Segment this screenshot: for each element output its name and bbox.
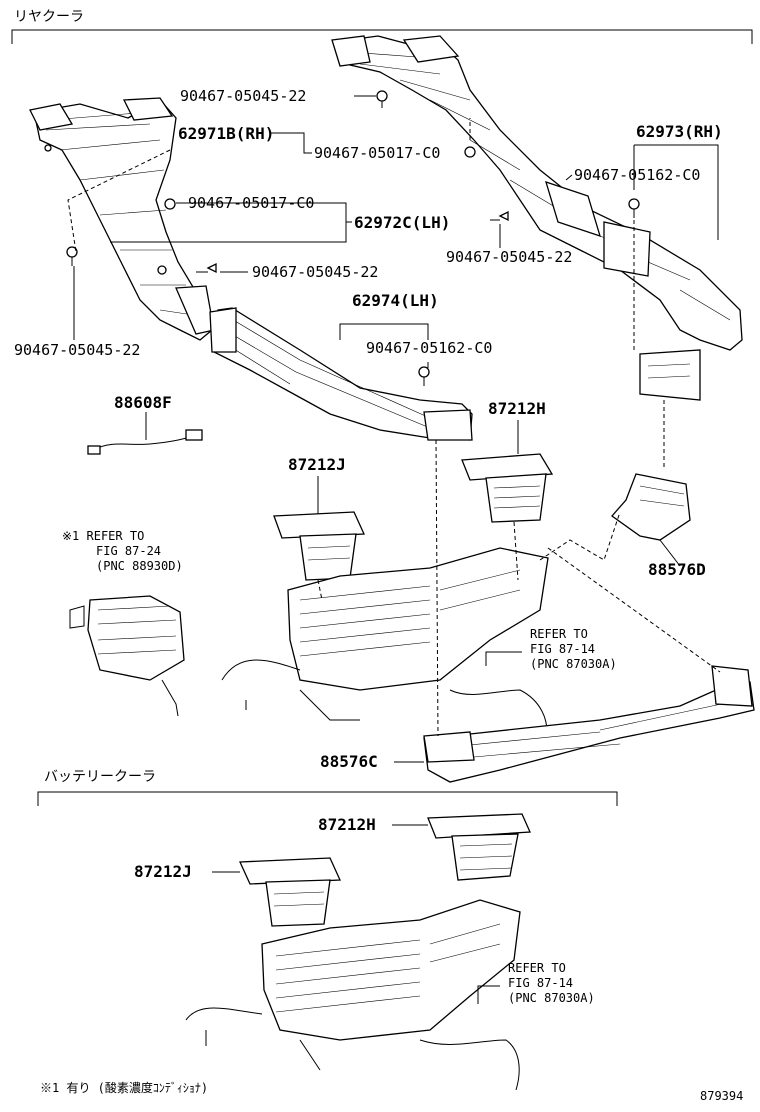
ref2-line3: (PNC 87030A): [530, 657, 617, 671]
duct-62973: [331, 35, 743, 401]
footnote: ※1 有り (酸素濃度ｺﾝﾃﾞｨｼｮﾅ): [40, 1080, 208, 1095]
label-90467-05162-c0-right: 90467-05162-C0: [574, 166, 700, 184]
ref1-line3: (PNC 88930D): [96, 559, 183, 573]
label-88608f: 88608F: [114, 393, 172, 412]
ref3-line3: (PNC 87030A): [508, 991, 595, 1005]
dashed-connectors: [67, 118, 721, 737]
battery-pack-bottom: [185, 899, 521, 1091]
label-62974: 62974(LH): [352, 291, 439, 310]
ref2-line1: REFER TO: [530, 627, 588, 641]
label-87212h-top: 87212H: [488, 399, 546, 418]
section-title-rear-cooler: リヤクーラ: [14, 9, 84, 25]
figure-number: 879394: [700, 1089, 743, 1103]
label-90467-05045-22-top: 90467-05045-22: [180, 87, 306, 105]
register-87212j-bottom: [239, 857, 341, 927]
battery-pack-top: [221, 547, 549, 741]
label-90467-05017-c0-a: 90467-05017-C0: [314, 144, 440, 162]
label-87212h-bottom: 87212H: [318, 815, 376, 834]
ref3-line2: FIG 87-14: [508, 976, 573, 990]
register-87212j-top: [273, 511, 365, 581]
register-87212h-bottom: [427, 813, 531, 881]
label-62973: 62973(RH): [636, 122, 723, 141]
rear-cooler-frame: [11, 29, 753, 44]
section-title-battery-cooler: バッテリークーラ: [44, 769, 156, 785]
reference-notes: ※1 REFER TO FIG 87-24 (PNC 88930D) REFER…: [62, 529, 617, 1005]
harness-88608f: [87, 429, 203, 455]
ref1-line2: FIG 87-24: [96, 544, 161, 558]
label-88576d: 88576D: [648, 560, 706, 579]
label-90467-05045-22-mid: 90467-05045-22: [252, 263, 378, 281]
label-62972c: 62972C(LH): [354, 213, 450, 232]
label-87212j-top: 87212J: [288, 455, 346, 474]
duct-88576c: [423, 665, 755, 783]
fastener-icons: [66, 90, 640, 386]
leader-lines: [73, 95, 719, 1004]
part-labels: 90467-05045-22 62971B(RH) 90467-05017-C0…: [14, 87, 723, 881]
register-87212h-top: [461, 453, 554, 523]
label-88576c: 88576C: [320, 752, 378, 771]
duct-88576d: [611, 473, 691, 541]
oxygen-conditioner-unit: [69, 595, 185, 717]
duct-62974: [209, 307, 473, 441]
ref2-line2: FIG 87-14: [530, 642, 595, 656]
ref3-line1: REFER TO: [508, 961, 566, 975]
battery-cooler-frame: [37, 791, 618, 806]
label-90467-05017-c0-b: 90467-05017-C0: [188, 194, 314, 212]
label-62971b: 62971B(RH): [178, 124, 274, 143]
label-90467-05045-22-right: 90467-05045-22: [446, 248, 572, 266]
label-90467-05045-22-left: 90467-05045-22: [14, 341, 140, 359]
ref1-line1: ※1 REFER TO: [62, 529, 144, 543]
duct-62971b-62972c: [29, 97, 215, 341]
label-90467-05162-c0-center: 90467-05162-C0: [366, 339, 492, 357]
label-87212j-bottom: 87212J: [134, 862, 192, 881]
